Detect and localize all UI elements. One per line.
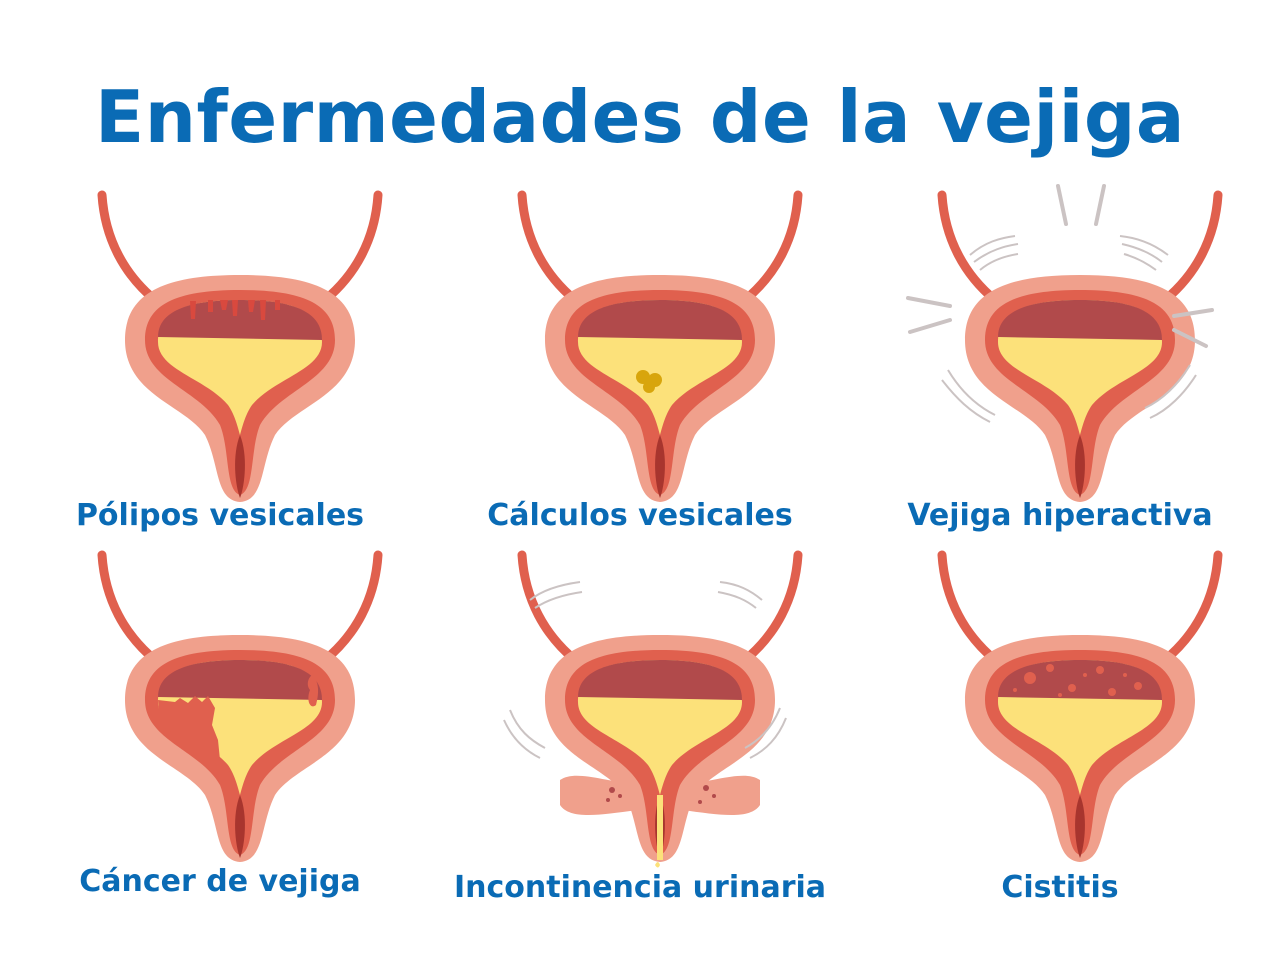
disease-label: Cistitis [1001, 870, 1119, 905]
disease-label: Cálculos vesicales [487, 498, 793, 533]
bladder-stones-icon [460, 180, 820, 510]
page-title: Enfermedades de la vejiga [95, 75, 1185, 159]
disease-label: Incontinencia urinaria [453, 870, 827, 905]
disease-card-overactive: Vejiga hiperactiva [880, 180, 1240, 540]
disease-label: Pólipos vesicales [75, 498, 365, 533]
cystitis-icon [880, 540, 1240, 870]
disease-card-incontinence: Incontinencia urinaria [454, 540, 826, 905]
disease-label: Cáncer de vejiga [79, 864, 361, 899]
disease-card-cancer: Cáncer de vejiga [40, 540, 400, 900]
disease-card-stones: Cálculos vesicales [460, 180, 820, 540]
disease-label: Vejiga hiperactiva [907, 498, 1213, 533]
overactive-bladder-icon [906, 184, 1240, 510]
disease-card-polyps: Pólipos vesicales [40, 180, 400, 540]
bladder-cancer-icon [40, 540, 400, 870]
urinary-incontinence-icon [503, 540, 820, 868]
bladder-polyps-icon [40, 180, 400, 510]
disease-card-cystitis: Cistitis [880, 540, 1240, 905]
